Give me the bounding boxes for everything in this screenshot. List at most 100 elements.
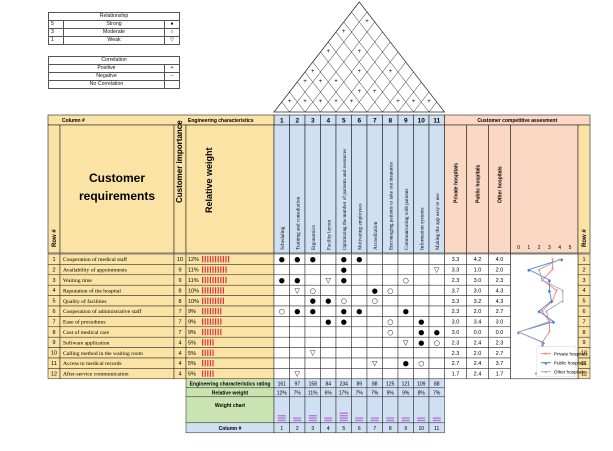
weight-cell xyxy=(185,316,275,328)
weight-value: 5% xyxy=(188,351,196,357)
weight-bar-tick xyxy=(207,276,209,284)
weight-bar-tick xyxy=(217,266,219,273)
weight-bar-tick xyxy=(215,276,217,284)
weight-bar-tick xyxy=(202,266,204,273)
weight-bar-tick xyxy=(209,370,211,377)
matrix-cell xyxy=(335,368,352,380)
matrix-cell xyxy=(351,368,368,380)
weight-bar-tick xyxy=(217,276,219,284)
public-hospitals-point: ◆ xyxy=(550,299,554,304)
strong-relationship-icon: ● xyxy=(418,328,424,336)
matrix-cell xyxy=(289,347,306,359)
public-hospitals-point: ◆ xyxy=(560,257,564,262)
strong-relationship-icon: ● xyxy=(294,276,300,284)
matrix-cell xyxy=(289,264,306,276)
requirement-name: Software application xyxy=(63,339,110,346)
weight-value: 10% xyxy=(188,288,199,294)
moderate-relationship-icon: ○ xyxy=(310,287,316,295)
weight-cell xyxy=(185,274,275,286)
weight-bar-tick xyxy=(220,266,222,273)
strong-relationship-icon: ● xyxy=(279,256,285,264)
row-number-right: 6 xyxy=(582,309,585,315)
eng-characteristics-header: Engineering characteristics xyxy=(188,118,254,124)
row-hash-header-cell-right xyxy=(577,124,591,254)
public-hospitals-point: ◆ xyxy=(541,340,545,345)
roof-line xyxy=(289,91,306,113)
matrix-cell xyxy=(428,274,445,286)
weight-bar-tick xyxy=(212,266,214,273)
eng-rating-value: 125 xyxy=(386,381,395,387)
matrix-cell xyxy=(397,284,414,296)
competitor-score: 3.0 xyxy=(452,320,460,326)
column-number-bottom-value: 3 xyxy=(311,426,314,432)
matrix-cell xyxy=(397,368,414,380)
weight-bar-tick xyxy=(215,287,217,294)
matrix-cell xyxy=(320,347,337,359)
matrix-cell xyxy=(413,295,430,307)
matrix-cell xyxy=(335,284,352,296)
matrix-cell xyxy=(413,284,430,296)
weight-cell xyxy=(185,347,275,359)
matrix-cell xyxy=(304,326,321,338)
weight-bar-tick xyxy=(209,360,211,367)
weight-chart-row-cell xyxy=(397,396,414,424)
weight-bar-tick xyxy=(212,360,214,367)
weight-bar-tick xyxy=(204,339,206,346)
weight-chart-row-cell xyxy=(382,396,399,424)
private-hospitals-point: × xyxy=(548,330,552,336)
legend-marker-private: × xyxy=(544,352,547,358)
relative-weight-row-value: 12% xyxy=(277,390,288,396)
matrix-cell xyxy=(335,347,352,359)
weight-bar-tick xyxy=(209,297,211,304)
competitor-score: 2.7 xyxy=(452,361,460,367)
roof-line xyxy=(281,101,290,113)
eng-rating-value: 158 xyxy=(309,381,318,387)
roof-line xyxy=(351,11,430,113)
weight-bar-tick xyxy=(215,308,217,315)
positive-correlation-icon: + xyxy=(388,69,392,75)
eng-rating-value: 84 xyxy=(325,381,331,387)
importance-value: 4 xyxy=(178,351,181,357)
weight-bar-tick xyxy=(212,276,214,284)
weight-bar-tick xyxy=(212,318,214,325)
weight-cell xyxy=(185,326,275,338)
strong-relationship-icon: ● xyxy=(325,297,331,305)
weight-bar-tick xyxy=(207,308,209,315)
strong-relationship-icon: ● xyxy=(403,360,409,368)
weight-bar-tick xyxy=(204,370,206,377)
weight-bar-tick xyxy=(222,287,224,294)
importance-value: 8 xyxy=(178,288,181,294)
matrix-cell xyxy=(351,357,368,369)
strong-relationship-icon: ● xyxy=(341,308,347,316)
no-correlation-symbol-icon xyxy=(164,80,180,89)
matrix-cell xyxy=(413,305,430,317)
weight-bar-tick xyxy=(225,256,227,263)
weight-chart-bar xyxy=(401,419,410,422)
customer-requirements-title-line1: Customer xyxy=(89,171,145,185)
row-number-right: 10 xyxy=(581,351,587,357)
relative-weight-row-value: 7% xyxy=(371,390,379,396)
eng-rating-value: 234 xyxy=(340,381,349,387)
matrix-cell xyxy=(428,305,445,317)
row-number: 8 xyxy=(52,330,55,336)
competitor-score: 3.0 xyxy=(496,320,504,326)
column-number-bottom-value: 11 xyxy=(434,426,439,432)
importance-value: 4 xyxy=(178,372,181,378)
matrix-cell xyxy=(351,295,368,307)
row-number-right: 9 xyxy=(582,340,585,346)
weight-chart-bar xyxy=(277,417,286,419)
matrix-cell xyxy=(320,253,337,265)
weight-bar-tick xyxy=(202,339,204,346)
competitor-score: 1.7 xyxy=(452,372,460,378)
column-number-bottom-value: 4 xyxy=(327,426,330,432)
matrix-cell xyxy=(382,368,399,380)
competitor-score: 2.3 xyxy=(452,351,460,357)
weight-bar-tick xyxy=(220,276,222,284)
weight-value: 10% xyxy=(188,299,199,305)
matrix-cell xyxy=(320,326,337,338)
public-hospitals-point: ◆ xyxy=(548,288,552,293)
matrix-cell xyxy=(428,347,445,359)
matrix-cell xyxy=(382,336,399,348)
eng-rating-value: 88 xyxy=(434,381,440,387)
matrix-cell xyxy=(366,347,383,359)
